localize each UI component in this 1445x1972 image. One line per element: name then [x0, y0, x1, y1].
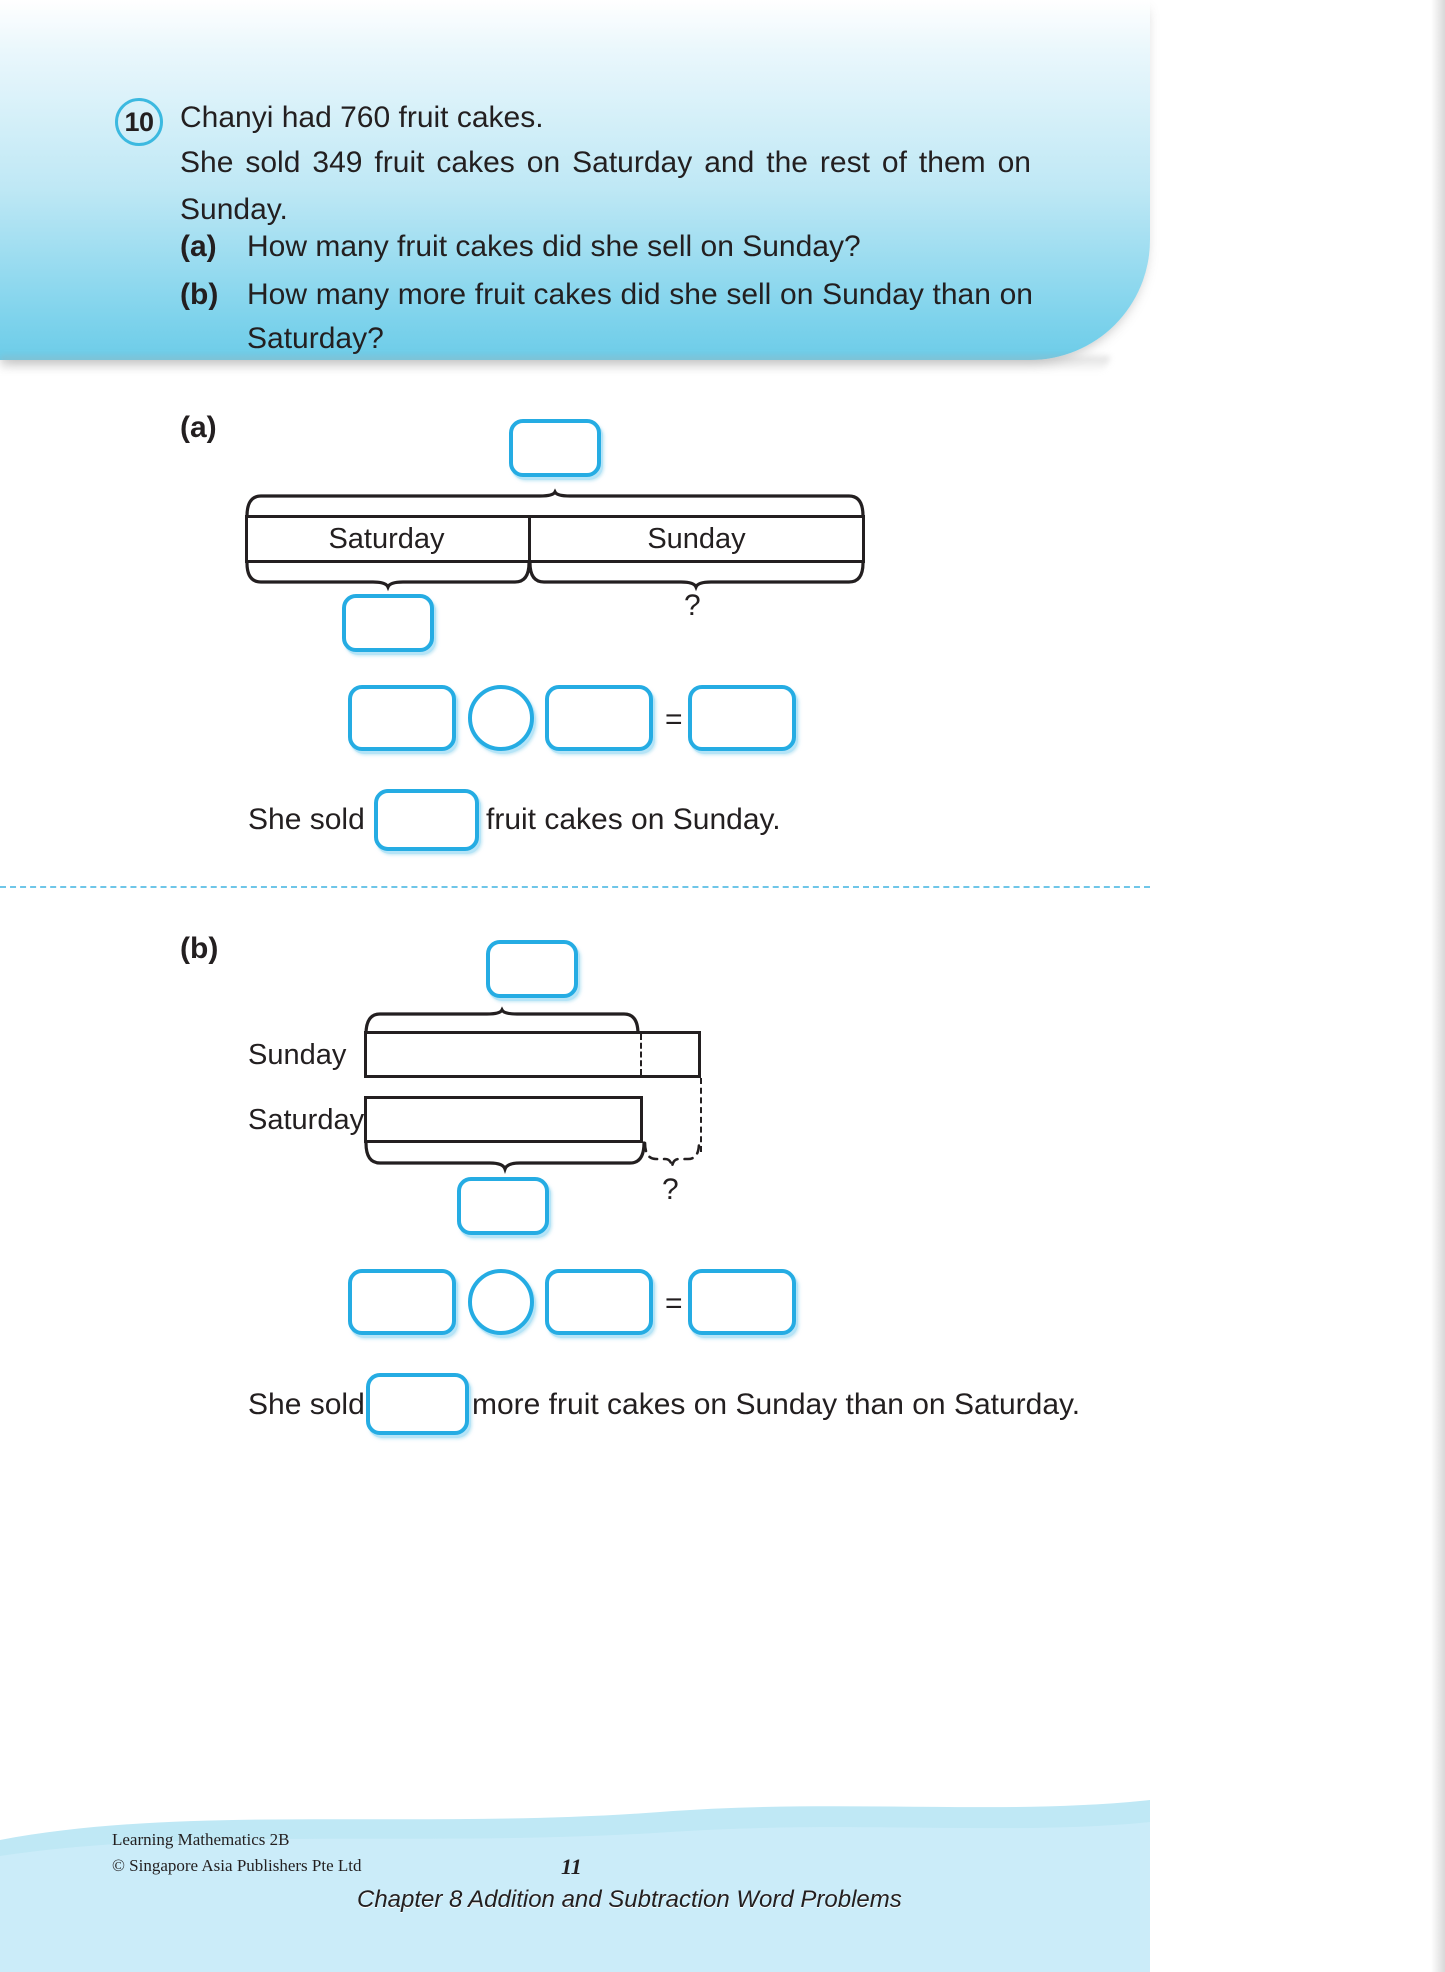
footer-wave [0, 1782, 1150, 1972]
part-b-saturday-value-box[interactable] [457, 1177, 549, 1235]
question-part-a-text: How many fruit cakes did she sell on Sun… [247, 230, 861, 263]
part-a-bar-right-label: Sunday [647, 523, 746, 555]
footer-chapter: Chapter 8 Addition and Subtraction Word … [357, 1886, 902, 1913]
part-b-sentence-box[interactable] [366, 1373, 469, 1435]
part-b-sentence-after: more fruit cakes on Sunday than on Satur… [472, 1388, 1081, 1421]
part-a-sentence-before: She sold [248, 803, 365, 836]
footer-book-title: Learning Mathematics 2B [112, 1830, 290, 1849]
part-b-result-box[interactable] [688, 1269, 796, 1335]
section-divider [0, 886, 1150, 888]
part-b-sunday-label: Sunday [248, 1039, 347, 1071]
part-b-total-box[interactable] [486, 940, 578, 998]
part-b-difference-brace [643, 1141, 701, 1168]
part-a-sentence-box[interactable] [374, 789, 479, 851]
part-a-operator-circle[interactable] [468, 685, 534, 751]
part-b-saturday-label: Saturday [248, 1104, 365, 1136]
part-a-bar [245, 515, 865, 563]
part-a-total-box[interactable] [509, 419, 601, 477]
part-a-bar-left-label: Saturday [328, 523, 445, 555]
part-b-sentence-before: She sold [248, 1388, 365, 1421]
footer-page-number: 11 [561, 1854, 582, 1879]
part-b-right-dashed-edge [700, 1078, 702, 1152]
part-b-operator-circle[interactable] [468, 1269, 534, 1335]
part-b-sunday-dashed-divider [640, 1034, 642, 1075]
part-b-top-brace [364, 1006, 640, 1036]
part-a-top-brace [245, 488, 865, 518]
question-number-badge: 10 [115, 98, 163, 146]
question-part-b-text: How many more fruit cakes did she sell o… [247, 278, 1033, 311]
part-a-left-brace [245, 561, 531, 592]
page-edge [1431, 0, 1445, 1972]
question-line-1: Chanyi had 760 fruit cakes. [180, 101, 544, 134]
question-banner: 10 Chanyi had 760 fruit cakes. She sold … [0, 0, 1150, 360]
question-part-b-text-line2: Saturday? [247, 322, 384, 355]
part-b-saturday-brace [364, 1141, 646, 1175]
part-b-equals-sign: = [665, 1287, 683, 1320]
part-b-saturday-bar [364, 1096, 643, 1143]
part-b-label: (b) [180, 932, 219, 965]
part-a-saturday-box[interactable] [342, 594, 434, 652]
part-a-operand2-box[interactable] [545, 685, 653, 751]
part-b-operand1-box[interactable] [348, 1269, 456, 1335]
question-part-b: (b) How many more fruit cakes did she se… [180, 278, 1033, 355]
question-part-a-label: (a) [180, 230, 217, 263]
part-b-operand2-box[interactable] [545, 1269, 653, 1335]
footer-copyright: © Singapore Asia Publishers Pte Ltd [112, 1856, 362, 1875]
part-a-sentence-after: fruit cakes on Sunday. [486, 803, 781, 836]
part-b-question-mark: ? [662, 1173, 679, 1206]
part-a-right-brace [528, 561, 865, 592]
part-a-bar-divider [528, 515, 531, 563]
part-a-question-mark: ? [684, 589, 701, 622]
part-a-equals-sign: = [665, 703, 683, 736]
question-part-b-label: (b) [180, 278, 219, 311]
question-part-a: (a) How many fruit cakes did she sell on… [180, 230, 861, 264]
part-b-sunday-bar [364, 1031, 701, 1078]
part-a-label: (a) [180, 411, 217, 444]
part-a-result-box[interactable] [688, 685, 796, 751]
question-line-3: Sunday. [180, 193, 288, 226]
question-line-2: She sold 349 fruit cakes on Saturday and… [180, 146, 1031, 179]
part-a-operand1-box[interactable] [348, 685, 456, 751]
